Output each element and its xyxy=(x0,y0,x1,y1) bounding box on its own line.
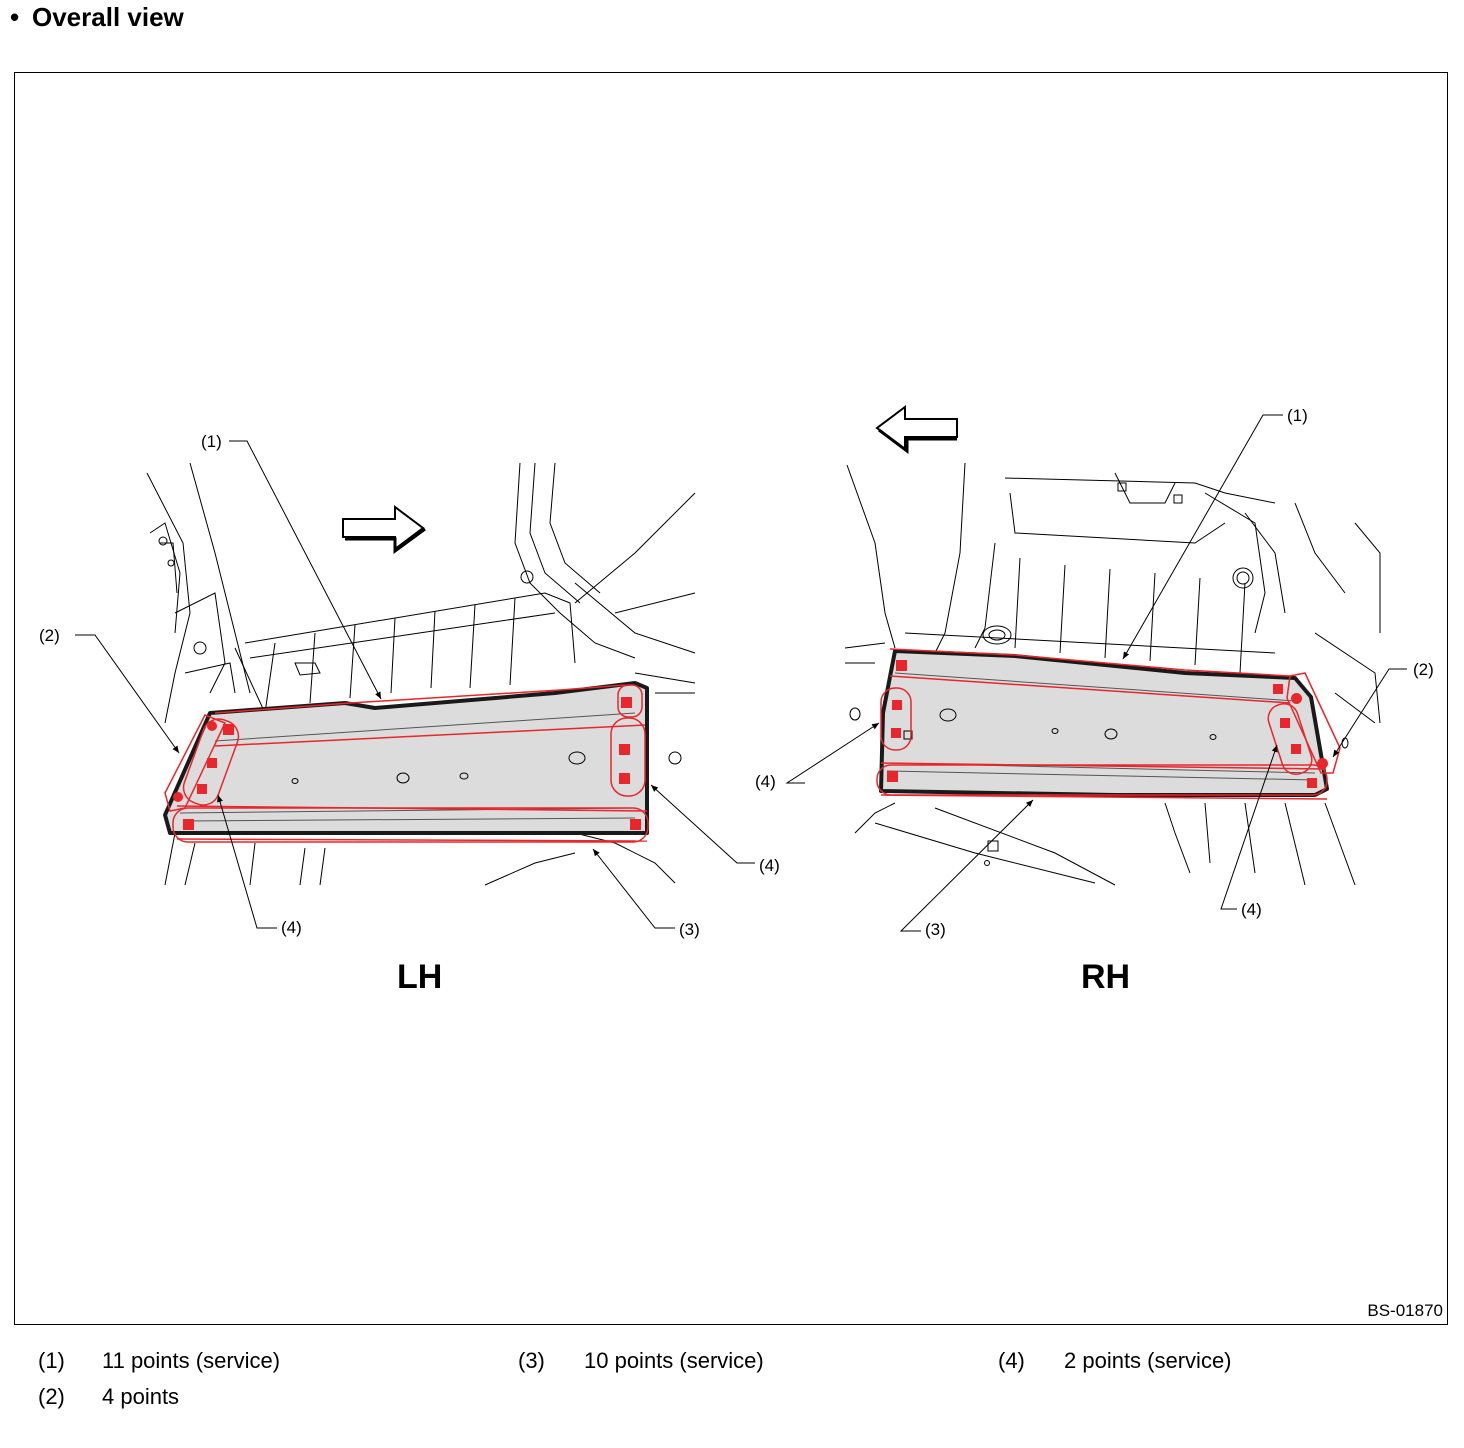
legend-num: (1) xyxy=(38,1348,65,1373)
legend-item-2: (2) 4 points xyxy=(38,1383,438,1411)
lh-leader-lines xyxy=(75,440,755,929)
legend-text: 4 points xyxy=(102,1384,180,1409)
legend-item-1: (1) 11 points (service) xyxy=(38,1347,438,1375)
rh-body-structure xyxy=(844,462,1381,886)
legend-text: 10 points (service) xyxy=(584,1348,764,1373)
legend-num: (2) xyxy=(38,1384,65,1409)
rh-callout-2: (2) xyxy=(1413,660,1434,679)
rh-weld-zones xyxy=(876,648,1341,800)
legend-num: (4) xyxy=(998,1348,1025,1373)
rh-label: RH xyxy=(1081,958,1130,996)
lh-panel-creases xyxy=(179,712,636,822)
rh-callout-4a: (4) xyxy=(755,772,776,791)
legend-text: 11 points (service) xyxy=(102,1348,281,1373)
lh-label: LH xyxy=(397,958,442,996)
rh-floor-panel xyxy=(879,649,1329,797)
legend-item-3: (3) 10 points (service) xyxy=(518,1347,918,1375)
rh-callout-3: (3) xyxy=(925,920,946,939)
lh-panel-holes xyxy=(291,751,586,784)
lh-callout-3: (3) xyxy=(679,920,700,939)
legend-item-4: (4) 2 points (service) xyxy=(998,1347,1398,1375)
lh-weld-spots xyxy=(173,697,641,830)
lh-callout-2: (2) xyxy=(39,626,60,645)
rh-forward-arrow-icon xyxy=(875,405,958,451)
legend-num: (3) xyxy=(518,1348,545,1373)
rh-panel-holes xyxy=(903,708,1217,740)
rh-leader-lines xyxy=(785,414,1407,932)
figure-code: BS-01870 xyxy=(1367,1301,1443,1320)
rh-callout-1: (1) xyxy=(1287,406,1308,425)
legend-text: 2 points (service) xyxy=(1064,1348,1232,1373)
lh-weld-zones xyxy=(164,684,649,843)
heading-title: Overall view xyxy=(32,2,184,32)
rh-weld-spots xyxy=(887,660,1328,788)
bullet: • xyxy=(10,2,20,32)
lh-view: (1) (2) (3) (4) (4) LH xyxy=(39,432,780,996)
lh-callout-4a: (4) xyxy=(281,918,302,937)
lh-forward-arrow-icon xyxy=(342,505,425,551)
rh-callout-4b: (4) xyxy=(1241,900,1262,919)
diagram-frame: (1) (2) (3) (4) (4) LH xyxy=(14,72,1448,1325)
section-heading: • Overall view xyxy=(10,0,184,34)
lh-callout-1: (1) xyxy=(201,432,222,451)
lh-callout-4b: (4) xyxy=(759,856,780,875)
lh-body-structure xyxy=(146,462,696,886)
weld-diagram: (1) (2) (3) (4) (4) LH xyxy=(39,405,1443,1320)
rh-view: (1) (2) (3) (4) (4) RH xyxy=(755,405,1434,996)
